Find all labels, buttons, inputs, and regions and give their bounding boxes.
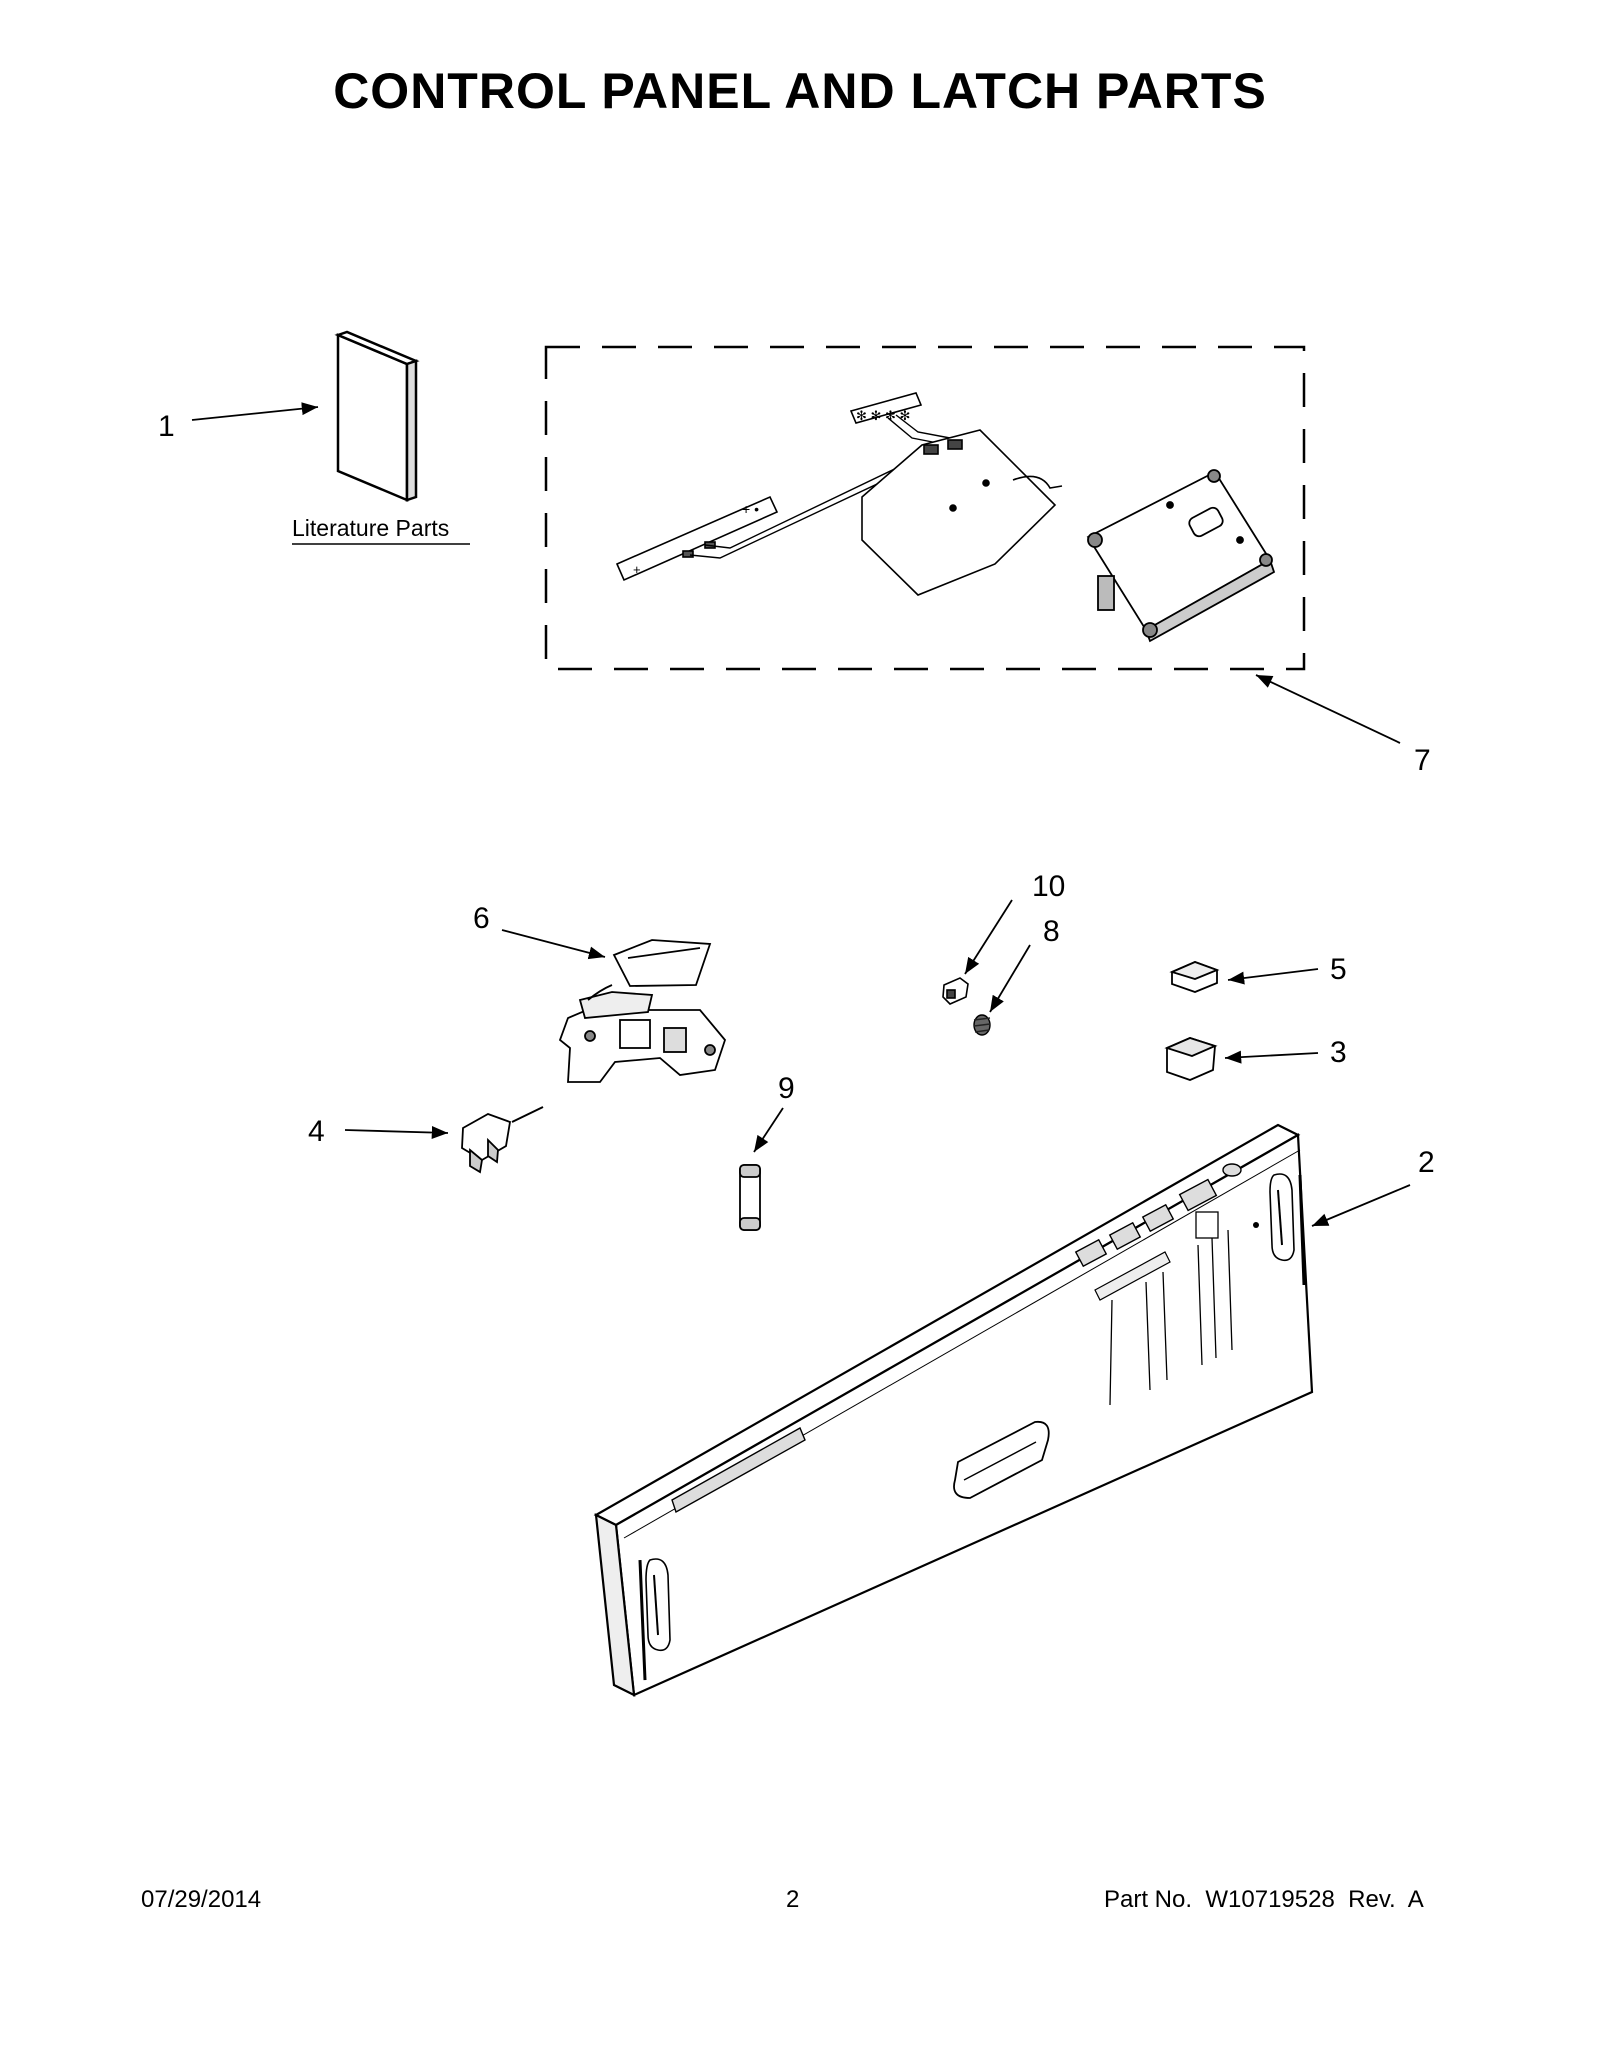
leader-arrows <box>191 402 1411 1227</box>
user-interface-board-part: + + • ✻ ✻ ✻ ✻ <box>615 392 923 582</box>
callout-7: 7 <box>1414 744 1431 777</box>
box-part <box>1164 1037 1218 1081</box>
svg-text:+ •: + • <box>742 501 759 517</box>
switch-wire <box>511 1106 544 1123</box>
spring-part <box>973 1014 991 1036</box>
page-title: CONTROL PANEL AND LATCH PARTS <box>333 63 1267 119</box>
literature-booklet-part <box>334 330 420 502</box>
callout-1: 1 <box>158 410 175 443</box>
control-board-part <box>861 429 1063 596</box>
callout-6: 6 <box>473 902 490 935</box>
main-control-board-part <box>1086 469 1276 643</box>
kit-dashed-outline <box>544 345 1306 671</box>
door-latch-part <box>558 939 727 1083</box>
callout-2: 2 <box>1418 1146 1435 1179</box>
latch-switch-part <box>461 1113 512 1174</box>
callout-10: 10 <box>1032 870 1065 903</box>
fuse-part <box>739 1164 761 1231</box>
footer-part-number: Part No. W10719528 Rev. A <box>1104 1886 1424 1913</box>
callout-4: 4 <box>308 1115 325 1148</box>
footer-date: 07/29/2014 <box>141 1886 262 1913</box>
svg-text:✻ ✻ ✻ ✻: ✻ ✻ ✻ ✻ <box>856 408 910 423</box>
footer-page-number: 2 <box>786 1886 800 1913</box>
control-console-part <box>593 1123 1314 1697</box>
cap-part <box>1169 961 1220 993</box>
clip-part <box>942 977 969 1005</box>
literature-parts-label: Literature Parts <box>292 515 449 541</box>
callout-5: 5 <box>1330 953 1347 986</box>
callout-8: 8 <box>1043 915 1060 948</box>
svg-text:+: + <box>633 562 641 577</box>
callout-9: 9 <box>778 1072 795 1105</box>
callout-3: 3 <box>1330 1036 1347 1069</box>
